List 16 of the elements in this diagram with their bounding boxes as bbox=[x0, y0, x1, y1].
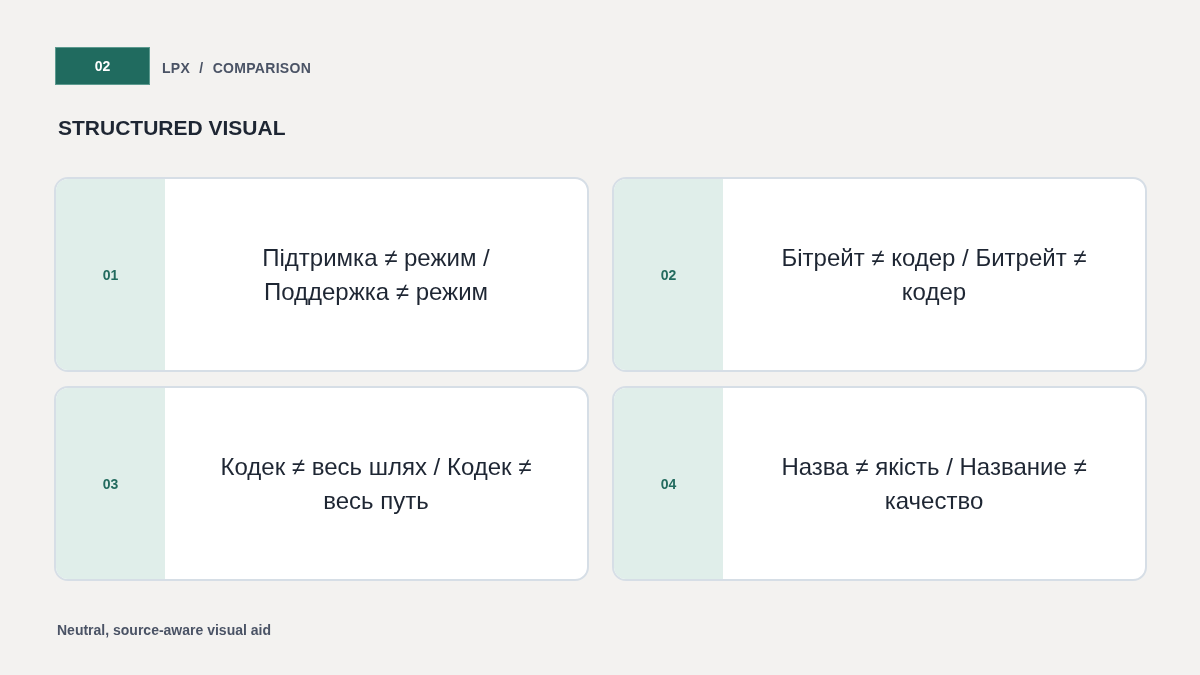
comparison-card bbox=[54, 177, 589, 372]
comparison-text: Назва ≠ якість / Название ≠ качество bbox=[780, 451, 1088, 516]
section-number-badge: 02 bbox=[55, 47, 150, 85]
comparison-text: Підтримка ≠ режим / Поддержка ≠ режим bbox=[261, 242, 491, 307]
comparison-card bbox=[612, 386, 1147, 581]
item-number: 02 bbox=[660, 266, 677, 283]
breadcrumb-text: LPX / COMPARISON bbox=[162, 60, 312, 76]
item-number: 03 bbox=[102, 475, 119, 492]
comparison-card bbox=[54, 386, 589, 581]
comparison-card bbox=[612, 177, 1147, 372]
caption: Neutral, source-aware visual aid bbox=[57, 622, 271, 638]
comparison-text: Бітрейт ≠ кодер / Битрейт ≠ кодер bbox=[780, 242, 1088, 307]
item-number: 04 bbox=[660, 475, 677, 492]
slide-title: STRUCTURED VISUAL bbox=[58, 116, 286, 140]
comparison-text: Кодек ≠ весь шлях / Кодек ≠ весь путь bbox=[219, 451, 533, 516]
item-number: 01 bbox=[102, 266, 119, 283]
